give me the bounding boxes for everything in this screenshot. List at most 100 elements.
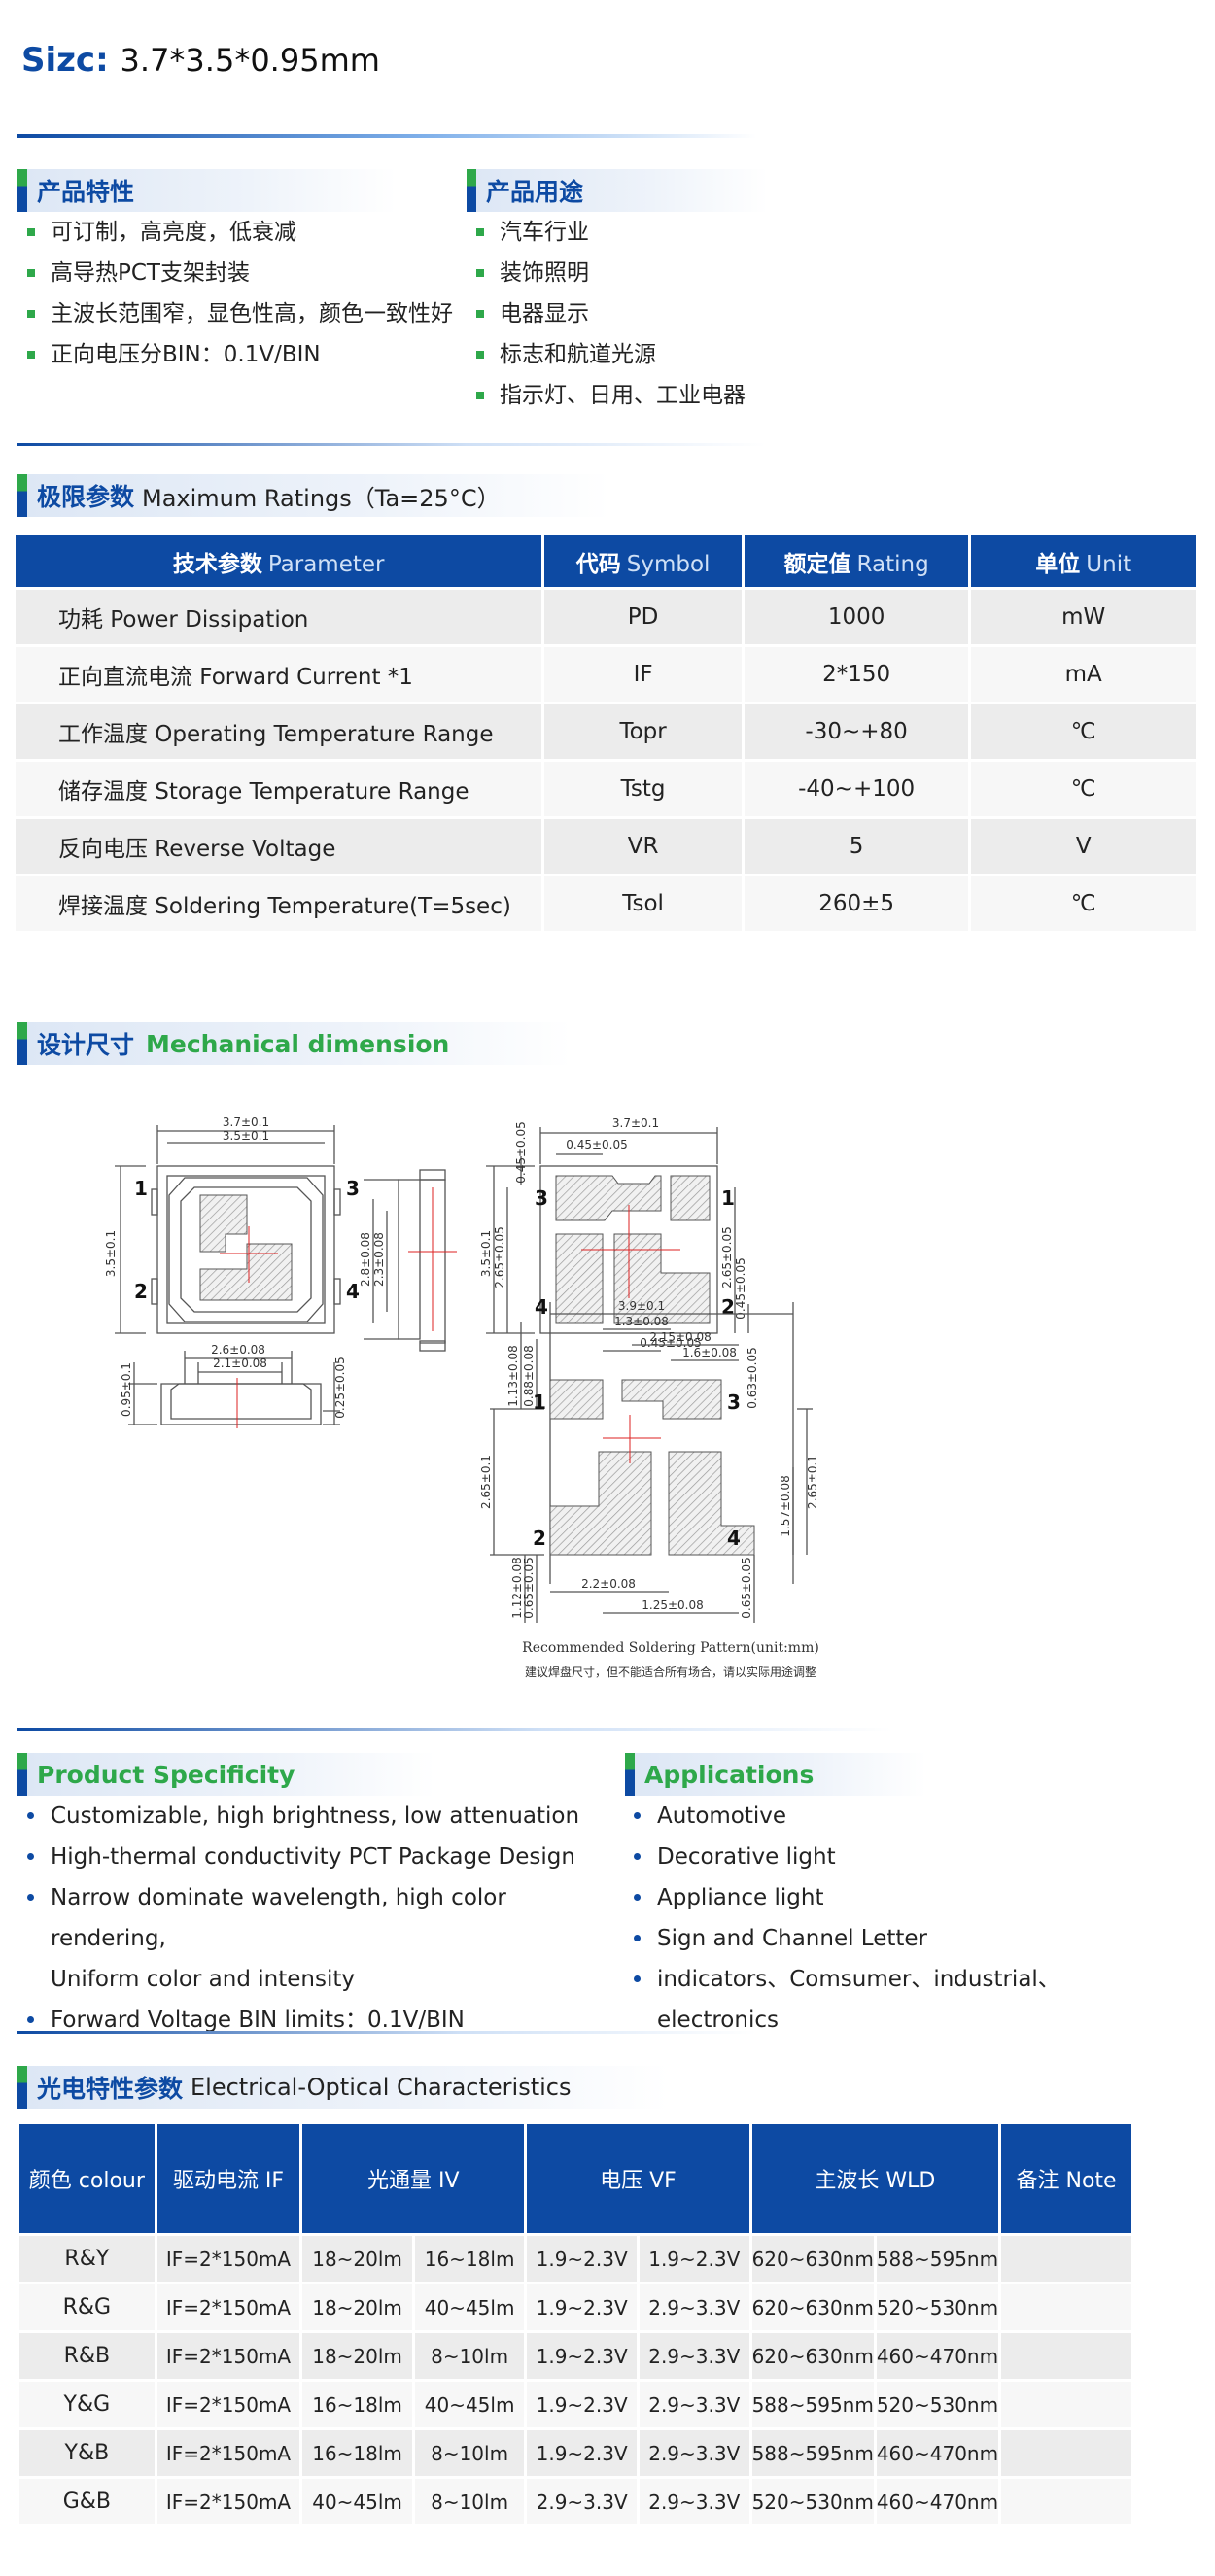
pin-label: 4 — [346, 1280, 360, 1303]
list-item-continuation: Uniform color and intensity — [51, 1967, 355, 1992]
divider — [17, 134, 756, 138]
divider — [17, 2031, 756, 2034]
size-value: 3.7*3.5*0.95mm — [120, 42, 380, 79]
header-bar — [17, 2066, 27, 2109]
list-item: Automotive — [630, 1796, 1174, 1837]
dim-s23: 2.3±0.08 — [372, 1232, 386, 1287]
dim-b045a: 0.45±0.05 — [566, 1138, 628, 1151]
applications-en-header: Applications — [625, 1751, 926, 1798]
soldering-caption-zh: 建议焊盘尺寸，但不能适合所有场合，请以实际用途调整 — [524, 1666, 816, 1679]
list-item: High-thermal conductivity PCT Package De… — [23, 1837, 626, 1877]
features-cn-list: 可订制，高亮度，低衰减 高导热PCT支架封装 主波长范围窄，显色性高，颜色一致性… — [23, 212, 480, 375]
applications-en-list: Automotive Decorative light Appliance li… — [630, 1796, 1174, 2041]
pin-label: 3 — [346, 1177, 360, 1200]
pin-label: 1 — [721, 1186, 735, 1210]
list-item: Decorative light — [630, 1837, 1174, 1877]
side-view — [364, 1169, 446, 1352]
pin-label: 2 — [134, 1280, 148, 1303]
mechanical-title-zh: 设计尺寸 — [37, 1031, 135, 1059]
dim-b045b: 0.45±0.05 — [514, 1121, 528, 1184]
dim-p113: 1.13±0.08 — [506, 1345, 520, 1407]
dim-f095: 0.95±0.1 — [120, 1362, 133, 1417]
eo-table: 颜色 colour 驱动电流 IF 光通量 IV 电压 VF 主波长 WLD 备… — [17, 2121, 1134, 2527]
dim-w37: 3.7±0.1 — [223, 1116, 269, 1129]
divider — [17, 443, 766, 446]
dim-f26: 2.6±0.08 — [211, 1343, 265, 1357]
list-item: 电器显示 — [472, 293, 842, 334]
header-bar — [17, 1022, 27, 1065]
size-heading: Sizc: 3.7*3.5*0.95mm — [21, 41, 380, 80]
features-en-header: Product Specificity — [17, 1751, 435, 1798]
dim-p265a: 2.65±0.1 — [479, 1455, 493, 1509]
col-header-iv: 光通量 IV — [302, 2124, 525, 2233]
header-bar — [17, 1753, 27, 1796]
dim-b265b: 2.65±0.05 — [720, 1226, 734, 1288]
col-header-wld: 主波长 WLD — [751, 2124, 999, 2233]
pin-label: 2 — [533, 1527, 546, 1550]
dim-p16: 1.6±0.08 — [682, 1346, 737, 1359]
list-item: Narrow dominate wavelength, high color r… — [23, 1877, 626, 2000]
dim-b265a: 2.65±0.05 — [493, 1226, 506, 1288]
col-header-colour: 颜色 colour — [19, 2124, 155, 2233]
soldering-pattern — [490, 1302, 813, 1623]
list-item: indicators、Comsumer、industrial、electroni… — [630, 1959, 1174, 2041]
pin-label: 4 — [727, 1527, 741, 1550]
dim-f025: 0.25±0.05 — [333, 1357, 347, 1419]
mechanical-title-en: Mechanical dimension — [146, 1029, 450, 1058]
dim-p063: 0.63±0.05 — [746, 1347, 759, 1409]
pin-label: 1 — [533, 1391, 546, 1414]
size-label: Sizc: — [21, 41, 109, 80]
applications-cn-list: 汽车行业 装饰照明 电器显示 标志和航道光源 指示灯、日用、工业电器 — [472, 212, 842, 416]
list-item: 高导热PCT支架封装 — [23, 253, 480, 293]
dim-b35: 3.5±0.1 — [479, 1230, 493, 1277]
pin-label: 4 — [535, 1295, 548, 1319]
dim-s28: 2.8±0.08 — [359, 1232, 372, 1287]
bottom-view — [486, 1127, 749, 1352]
dim-p215: 2.15±0.08 — [649, 1330, 712, 1344]
pin-label: 3 — [727, 1391, 741, 1414]
dim-h35: 3.5±0.1 — [104, 1230, 118, 1277]
col-header-if: 驱动电流 IF — [156, 2124, 300, 2233]
applications-cn-title: 产品用途 — [486, 178, 584, 206]
header-bar — [17, 474, 27, 517]
list-item: Customizable, high brightness, low atten… — [23, 1796, 626, 1837]
list-item: 可订制，高亮度，低衰减 — [23, 212, 480, 253]
list-item: 主波长范围窄，显色性高，颜色一致性好 — [23, 293, 480, 334]
pin-label: 3 — [535, 1186, 548, 1210]
dim-p265b: 2.65±0.1 — [806, 1455, 819, 1509]
list-item: Forward Voltage BIN limits：0.1V/BIN — [23, 2000, 626, 2041]
top-view — [115, 1125, 341, 1334]
mechanical-header: 设计尺寸 Mechanical dimension — [17, 1020, 572, 1067]
dim-p22: 2.2±0.08 — [581, 1577, 636, 1591]
dim-p088: 0.88±0.08 — [522, 1345, 536, 1407]
max-ratings-title-en: Maximum Ratings（Ta=25°C） — [142, 484, 501, 512]
max-ratings-header: 极限参数 Maximum Ratings（Ta=25°C） — [17, 472, 610, 519]
col-header-note: 备注 Note — [1001, 2124, 1131, 2233]
list-item: 装饰照明 — [472, 253, 842, 293]
applications-en-title: Applications — [644, 1760, 815, 1789]
dim-p39: 3.9±0.1 — [618, 1299, 665, 1313]
applications-cn-header: 产品用途 — [467, 167, 768, 214]
header-bar — [467, 169, 476, 212]
list-item: Appliance light — [630, 1877, 1174, 1918]
features-cn-header: 产品特性 — [17, 167, 397, 214]
dim-p13: 1.3±0.08 — [614, 1315, 669, 1328]
eo-title-en: Electrical-Optical Characteristics — [191, 2074, 572, 2101]
dim-p065a: 0.65±0.05 — [522, 1557, 536, 1619]
dim-b045c: 0.45±0.05 — [734, 1257, 747, 1320]
dim-b045d: 0.45±0.05 — [640, 1336, 702, 1350]
dim-f21: 2.1±0.08 — [213, 1357, 267, 1370]
max-ratings-title-zh: 极限参数 — [37, 483, 135, 511]
front-view — [128, 1351, 340, 1425]
eo-title-zh: 光电特性参数 — [37, 2075, 184, 2103]
features-en-title: Product Specificity — [37, 1760, 295, 1789]
